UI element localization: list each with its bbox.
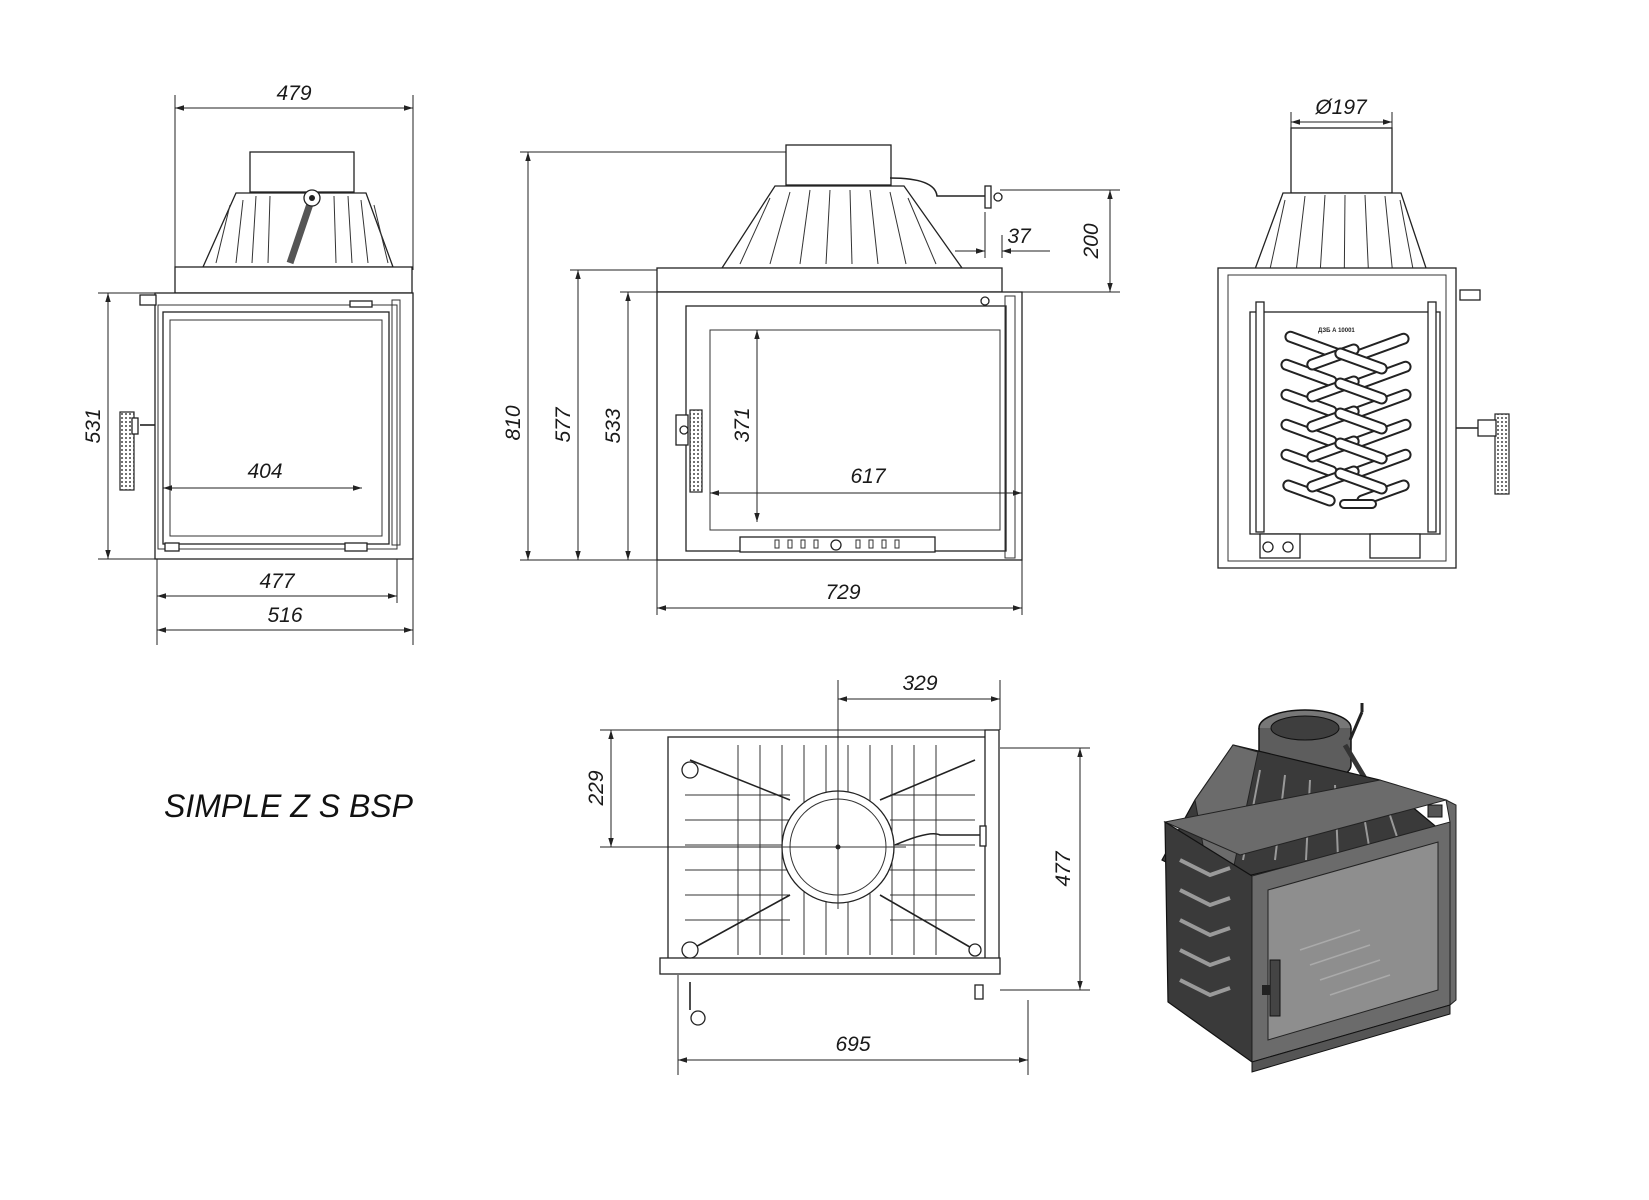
top-view: 329 229 477 695 (585, 672, 1090, 1075)
dim-top-flue-depth: 229 (585, 770, 608, 806)
front-view: 479 531 404 477 516 (82, 82, 414, 645)
back-view: ДЗБ А 10001 (1217, 96, 1510, 569)
dim-side-glass-width: 617 (850, 465, 886, 488)
dim-side-width: 729 (825, 581, 860, 604)
dim-side-total-height: 810 (502, 405, 525, 440)
herringbone-slots (1280, 330, 1412, 509)
dim-top-depth: 477 (1052, 850, 1075, 886)
dim-back-flue-diameter: Ø197 (1314, 96, 1368, 119)
dim-side-flue-height: 200 (1080, 223, 1103, 259)
dim-front-inner-width: 477 (259, 570, 295, 593)
dim-side-height-533: 533 (602, 408, 625, 443)
dim-front-outer-width: 516 (267, 604, 302, 627)
isometric-view (1161, 703, 1457, 1073)
dim-side-height-577: 577 (552, 406, 575, 442)
dim-side-glass-height: 371 (731, 407, 754, 442)
dim-top-width: 695 (835, 1033, 870, 1056)
dim-side-offset: 37 (1007, 225, 1032, 248)
dim-front-glass-width: 404 (247, 460, 282, 483)
dim-front-height: 531 (82, 408, 105, 443)
dim-front-top-width: 479 (276, 82, 311, 105)
model-title: SIMPLE Z S BSP (164, 788, 414, 824)
dim-top-flue-offset: 329 (902, 672, 937, 695)
plate-marking: ДЗБ А 10001 (1318, 328, 1355, 334)
side-view: 810 577 533 371 617 729 37 200 (502, 144, 1120, 615)
